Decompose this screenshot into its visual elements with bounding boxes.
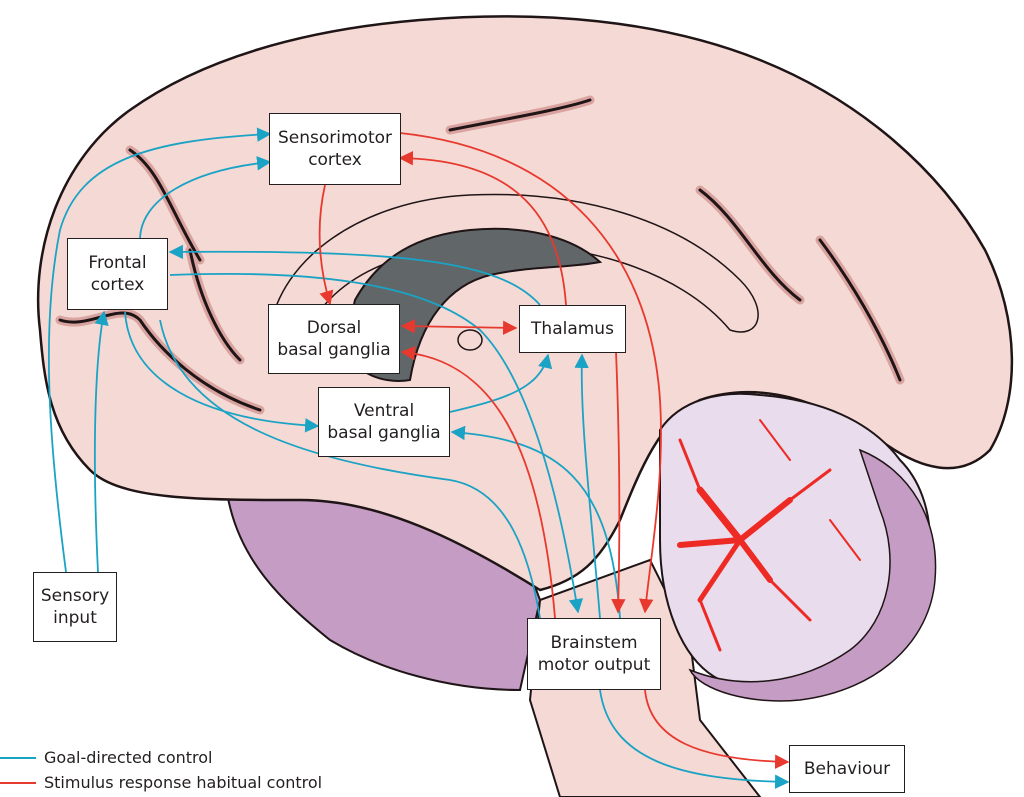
node-sensory-input: Sensory input	[33, 572, 117, 642]
node-label-line: cortex	[308, 150, 362, 170]
conn-frontal-ventral	[124, 311, 320, 433]
legend-label: Stimulus response habitual control	[44, 773, 323, 792]
node-label-line: Sensory	[40, 586, 110, 606]
node-dorsal-basal-ganglia: Dorsal basal ganglia	[268, 304, 400, 374]
node-ventral-basal-ganglia: Ventral basal ganglia	[318, 387, 450, 457]
conn-sensory-frontal-1	[48, 127, 272, 573]
legend-goal-directed: Goal-directed control	[0, 748, 213, 767]
node-label-line: Brainstem	[550, 633, 638, 653]
node-frontal-cortex: Frontal cortex	[67, 238, 168, 310]
conn-dorsal-thalamus	[400, 319, 518, 335]
conn-thalamus-frontal	[168, 244, 541, 306]
goal-directed-connections	[48, 127, 790, 789]
arbor-vitae	[677, 419, 861, 652]
conn-brainstem-behaviour-blue	[599, 689, 790, 789]
conn-thalamus-brainstem	[611, 351, 626, 614]
conn-frontal-sensorimotor	[139, 156, 272, 241]
sulci	[55, 95, 905, 415]
conn-brainstem-ventral	[450, 425, 621, 619]
cerebellum-folia	[688, 448, 937, 702]
node-label-line: basal ganglia	[277, 340, 391, 360]
node-label-line: Sensorimotor	[277, 128, 392, 148]
legend-label: Goal-directed control	[44, 748, 213, 767]
legend-habitual: Stimulus response habitual control	[0, 773, 322, 792]
node-label-line: basal ganglia	[327, 423, 441, 443]
node-label-line: Thalamus	[531, 319, 614, 339]
legend-swatch-red	[0, 781, 36, 784]
lateral-ventricle	[343, 227, 603, 382]
conn-sensorimotor-dorsal	[318, 184, 334, 306]
node-label-line: motor output	[537, 655, 651, 675]
node-label-line: cortex	[90, 275, 145, 295]
node-label-line: Frontal	[88, 253, 147, 273]
node-label-line: input	[53, 608, 97, 628]
conn-sensorimotor-brainstem	[399, 132, 662, 614]
node-brainstem-motor-output: Brainstem motor output	[527, 618, 661, 690]
conn-ventral-thalamus	[449, 353, 553, 413]
node-thalamus: Thalamus	[519, 305, 626, 353]
node-label-line: Behaviour	[803, 759, 891, 779]
conn-thalamus-sensorimotor	[398, 151, 567, 306]
conn-sensory-frontal-2	[93, 310, 109, 573]
habitual-connections	[318, 132, 790, 769]
conn-brainstem-behaviour-red	[644, 689, 790, 769]
legend-swatch-blue	[0, 756, 36, 759]
node-behaviour: Behaviour	[789, 745, 905, 793]
node-label-line: Ventral	[353, 401, 415, 421]
conn-brainstem-thalamus	[574, 353, 601, 619]
conn-frontal-brainstem	[159, 319, 541, 619]
thalamus-shape	[457, 329, 483, 351]
node-label-line: Dorsal	[306, 318, 362, 338]
conn-brainstem-dorsal	[400, 346, 556, 619]
node-sensorimotor-cortex: Sensorimotor cortex	[269, 113, 401, 185]
